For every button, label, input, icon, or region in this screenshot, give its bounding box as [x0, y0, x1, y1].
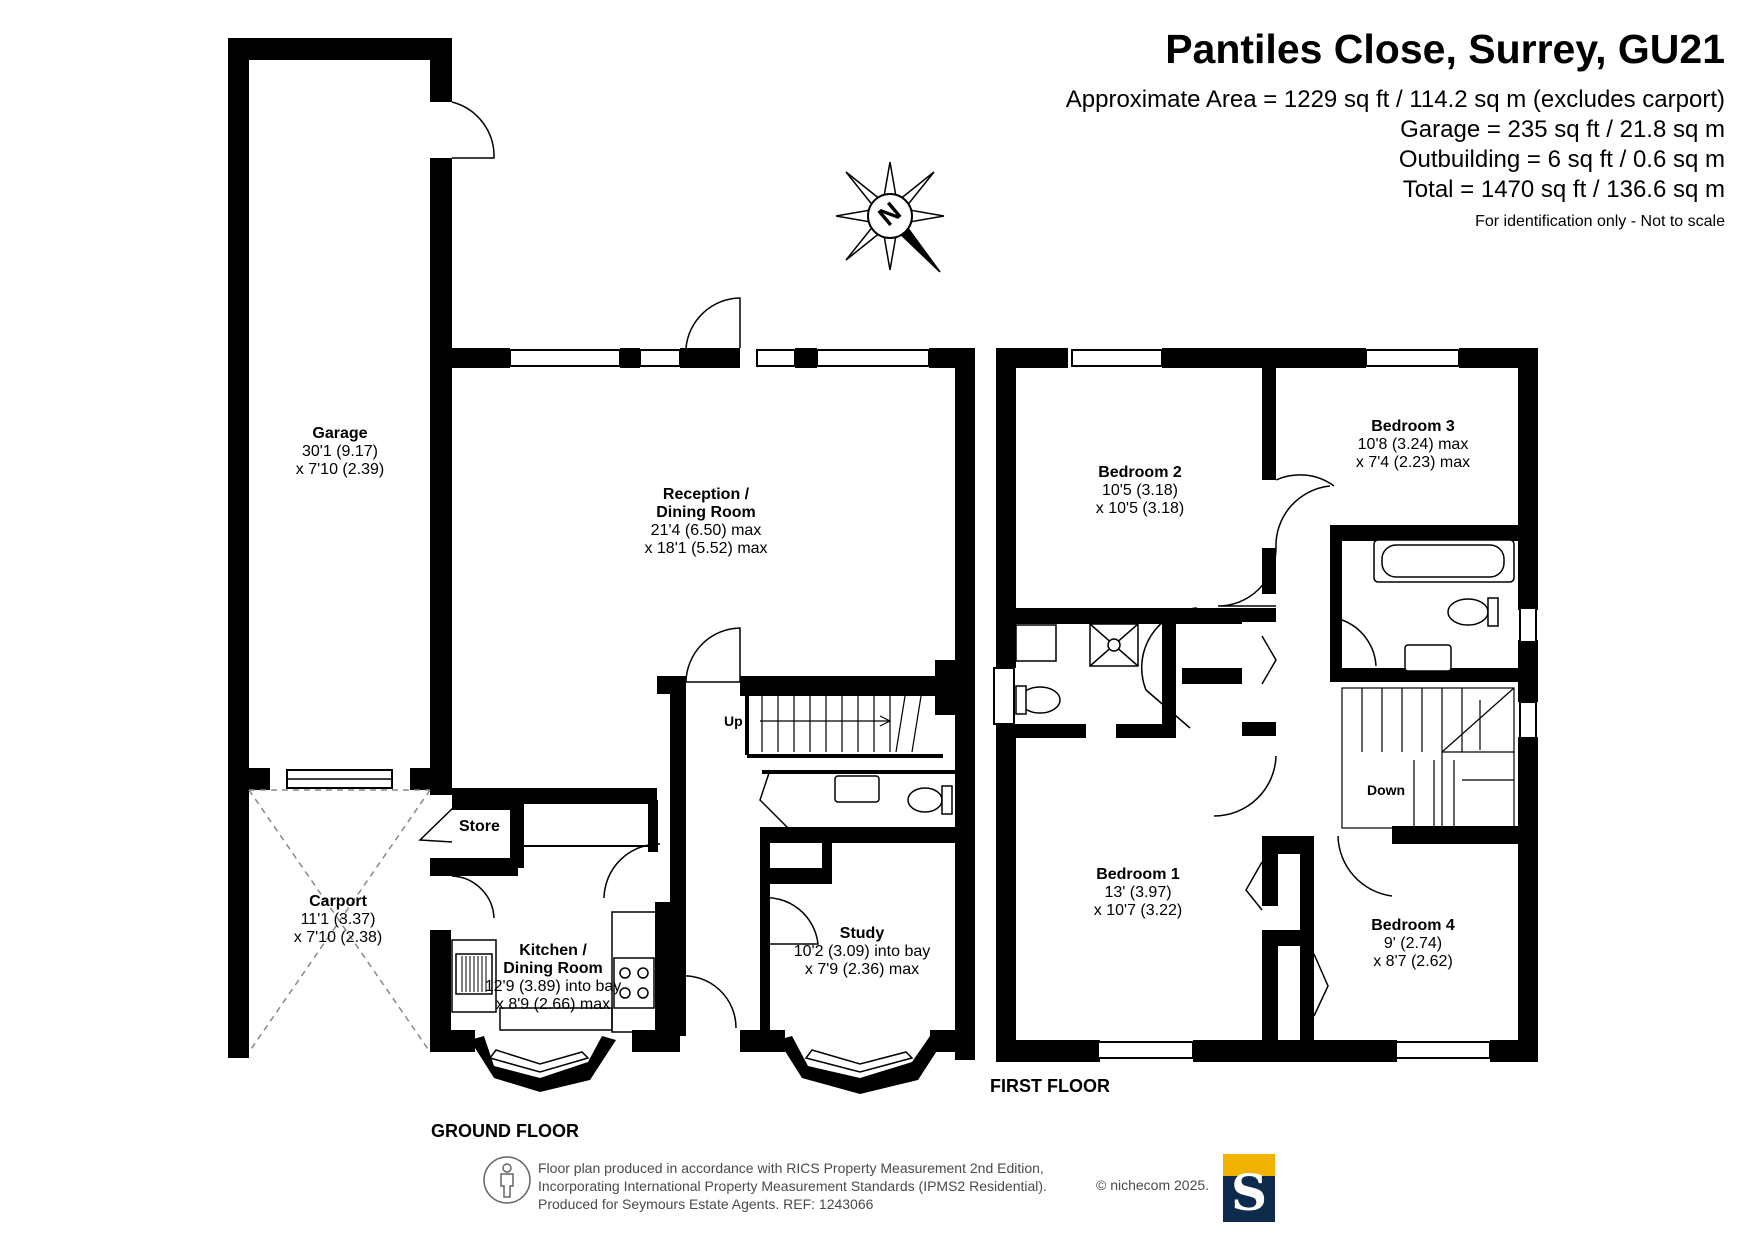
room-dimension: x 8'9 (2.66) max — [495, 996, 611, 1013]
room-dimension: 13' (3.97) — [1104, 884, 1172, 901]
first-floor-stairs — [1341, 687, 1515, 829]
kitchen-bay-window — [470, 1036, 616, 1092]
room-bedroom-1: Bedroom 1 13' (3.97) x 10'7 (3.22) — [1094, 866, 1182, 920]
room-name: Garage — [312, 425, 368, 442]
room-name: Dining Room — [503, 960, 603, 977]
room-name: Study — [839, 925, 885, 942]
room-name: Bedroom 1 — [1096, 866, 1180, 883]
stairs-down-label: Down — [1367, 782, 1406, 798]
first-floor-side-windows — [993, 607, 1537, 1059]
room-dimension: 9' (2.74) — [1383, 935, 1443, 952]
ground-floor-stairs — [760, 689, 923, 753]
area-line-outbuilding: Outbuilding = 6 sq ft / 0.6 sq m — [1398, 146, 1725, 173]
room-dimension: x 7'10 (2.39) — [295, 461, 385, 478]
person-icon — [483, 1156, 531, 1204]
first-floor-fixtures — [1015, 539, 1515, 715]
kitchen-sink-grille — [461, 956, 487, 992]
room-name: Bedroom 2 — [1098, 464, 1182, 481]
room-bedroom-2: Bedroom 2 10'5 (3.18) x 10'5 (3.18) — [1096, 464, 1184, 518]
room-name: Dining Room — [656, 504, 756, 521]
scale-disclaimer: For identification only - Not to scale — [1475, 213, 1725, 230]
room-kitchen-dining: Kitchen / Dining Room 12'9 (3.89) into b… — [485, 942, 621, 1014]
room-dimension: x 10'7 (3.22) — [1093, 902, 1183, 919]
room-dimension: 12'9 (3.89) into bay — [484, 978, 622, 995]
room-name: Reception / — [662, 486, 750, 503]
carport-outline — [248, 789, 431, 1053]
property-title: Pantiles Close, Surrey, GU21 — [1165, 26, 1725, 72]
seymours-logo: S — [1223, 1154, 1275, 1222]
ground-floor-plan — [228, 38, 975, 1060]
area-line-garage: Garage = 235 sq ft / 21.8 sq m — [1400, 116, 1725, 143]
room-name: Bedroom 3 — [1371, 418, 1455, 435]
room-dimension: 11'1 (3.37) — [300, 911, 376, 928]
area-line-approximate: Approximate Area = 1229 sq ft / 114.2 sq… — [1065, 86, 1725, 113]
footer-notes: Floor plan produced in accordance with R… — [538, 1159, 1047, 1213]
logo-letter: S — [1230, 1163, 1268, 1222]
room-dimension: x 8'7 (2.62) — [1373, 953, 1453, 970]
room-bedroom-3: Bedroom 3 10'8 (3.24) max x 7'4 (2.23) m… — [1356, 418, 1470, 472]
room-dimension: 21'4 (6.50) max — [650, 522, 762, 539]
room-dimension: x 7'9 (2.36) max — [804, 961, 920, 978]
north-compass-icon — [835, 161, 945, 273]
room-dimension: 30'1 (9.17) — [302, 443, 378, 460]
room-dimension: 10'5 (3.18) — [1102, 482, 1178, 499]
first-floor-plan — [996, 348, 1538, 1062]
room-carport: Carport 11'1 (3.37) x 7'10 (2.38) — [294, 893, 382, 947]
first-floor-label: FIRST FLOOR — [990, 1076, 1110, 1096]
footer-line: Floor plan produced in accordance with R… — [538, 1160, 1044, 1176]
first-floor-doors — [1140, 474, 1393, 1017]
store-label: Store — [459, 818, 500, 835]
room-bedroom-4: Bedroom 4 9' (2.74) x 8'7 (2.62) — [1371, 917, 1455, 971]
logo-band — [1223, 1154, 1275, 1176]
ground-floor-doors — [418, 101, 819, 1029]
room-dimension: x 18'1 (5.52) max — [644, 540, 768, 557]
footer-line: Produced for Seymours Estate Agents. REF… — [538, 1196, 874, 1212]
room-dimension: 10'2 (3.09) into bay — [793, 943, 931, 960]
area-line-total: Total = 1470 sq ft / 136.6 sq m — [1402, 176, 1725, 203]
room-dimension: x 7'10 (2.38) — [293, 929, 383, 946]
room-name: Kitchen / — [519, 942, 587, 959]
room-name: Carport — [309, 893, 367, 910]
room-reception-dining: Reception / Dining Room 21'4 (6.50) max … — [644, 486, 767, 558]
room-dimension: x 7'4 (2.23) max — [1355, 454, 1471, 471]
room-garage: Garage 30'1 (9.17) x 7'10 (2.39) — [296, 425, 384, 479]
study-bay-window — [778, 1036, 944, 1094]
room-study: Study 10'2 (3.09) into bay x 7'9 (2.36) … — [794, 925, 930, 979]
footer-line: Incorporating International Property Mea… — [538, 1178, 1047, 1194]
stairs-up-label: Up — [724, 713, 743, 729]
room-dimension: 10'8 (3.24) max — [1357, 436, 1469, 453]
copyright-text: © nichecom 2025. — [1096, 1177, 1210, 1193]
ground-floor-label: GROUND FLOOR — [431, 1121, 579, 1141]
room-dimension: x 10'5 (3.18) — [1095, 500, 1185, 517]
room-name: Bedroom 4 — [1371, 917, 1455, 934]
